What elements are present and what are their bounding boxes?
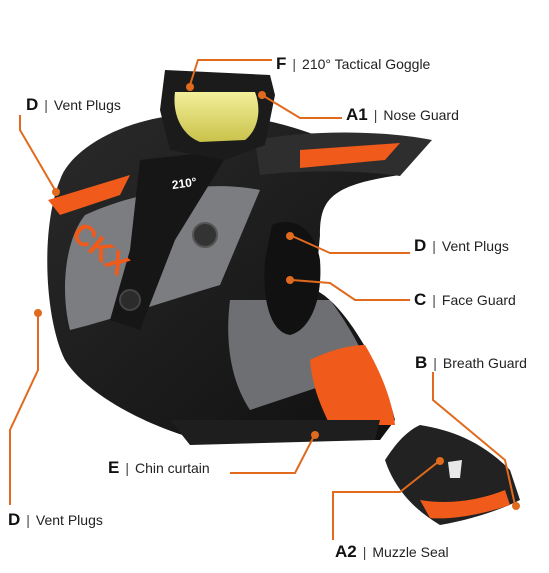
callout-code: C bbox=[414, 290, 427, 309]
callout-label: Vent Plugs bbox=[35, 512, 103, 528]
leader-lines bbox=[9, 59, 516, 540]
leader-dots bbox=[34, 83, 520, 510]
callout-label: Vent Plugs bbox=[441, 238, 509, 254]
chin-curtain-shape bbox=[170, 420, 380, 445]
side-vent bbox=[192, 222, 218, 248]
callout-code: D bbox=[26, 95, 39, 114]
muzzle-orange bbox=[420, 490, 510, 519]
strap-buckle bbox=[119, 289, 141, 311]
visor-peak-orange bbox=[300, 143, 400, 168]
goggle-lens bbox=[174, 92, 259, 142]
shell-orange-panel-chin bbox=[310, 345, 395, 425]
callout-d-vent-side: D|Vent Plugs bbox=[414, 236, 509, 255]
callout-a1-nose: A1|Nose Guard bbox=[346, 105, 459, 124]
leader-a2 bbox=[332, 461, 439, 540]
goggle-strap bbox=[110, 150, 230, 330]
callout-d-vent-bottom: D|Vent Plugs bbox=[8, 510, 103, 529]
callout-label: Muzzle Seal bbox=[372, 544, 449, 560]
leader-d-bottom bbox=[9, 315, 39, 505]
shell-gray-panel-2 bbox=[228, 300, 370, 410]
callout-label: Nose Guard bbox=[383, 107, 459, 123]
helmet-illustration bbox=[47, 70, 520, 525]
callout-label: 210° Tactical Goggle bbox=[302, 56, 431, 72]
leader-d-side bbox=[291, 235, 410, 254]
muzzle-white-clip bbox=[448, 460, 462, 478]
callout-label: Vent Plugs bbox=[53, 97, 121, 113]
leader-e bbox=[230, 435, 315, 474]
callout-f-goggle: F|210° Tactical Goggle bbox=[276, 54, 431, 73]
leader-a1 bbox=[261, 94, 342, 119]
callout-code: F bbox=[276, 54, 287, 73]
leader-b bbox=[432, 372, 516, 506]
leader-f bbox=[189, 59, 272, 86]
callout-e-chin: E|Chin curtain bbox=[108, 458, 210, 477]
shell-orange-panel-top bbox=[48, 175, 130, 215]
goggle-mark: 210° bbox=[171, 175, 198, 192]
callout-code: D bbox=[414, 236, 427, 255]
callout-label: Chin curtain bbox=[134, 460, 210, 476]
callout-code: A2 bbox=[335, 542, 357, 561]
callout-label: Breath Guard bbox=[442, 355, 527, 371]
callout-a2-muzzle: A2|Muzzle Seal bbox=[335, 542, 449, 561]
callout-code: E bbox=[108, 458, 120, 477]
callout-b-breath: B|Breath Guard bbox=[415, 353, 527, 372]
callout-label: Face Guard bbox=[441, 292, 516, 308]
callout-d-vent-top: D|Vent Plugs bbox=[26, 95, 121, 114]
leader-c bbox=[291, 279, 410, 301]
callout-c-face: C|Face Guard bbox=[414, 290, 516, 309]
leader-d-top bbox=[19, 115, 56, 191]
callout-code: B bbox=[415, 353, 428, 372]
callout-code: A1 bbox=[346, 105, 368, 124]
callout-code: D bbox=[8, 510, 21, 529]
